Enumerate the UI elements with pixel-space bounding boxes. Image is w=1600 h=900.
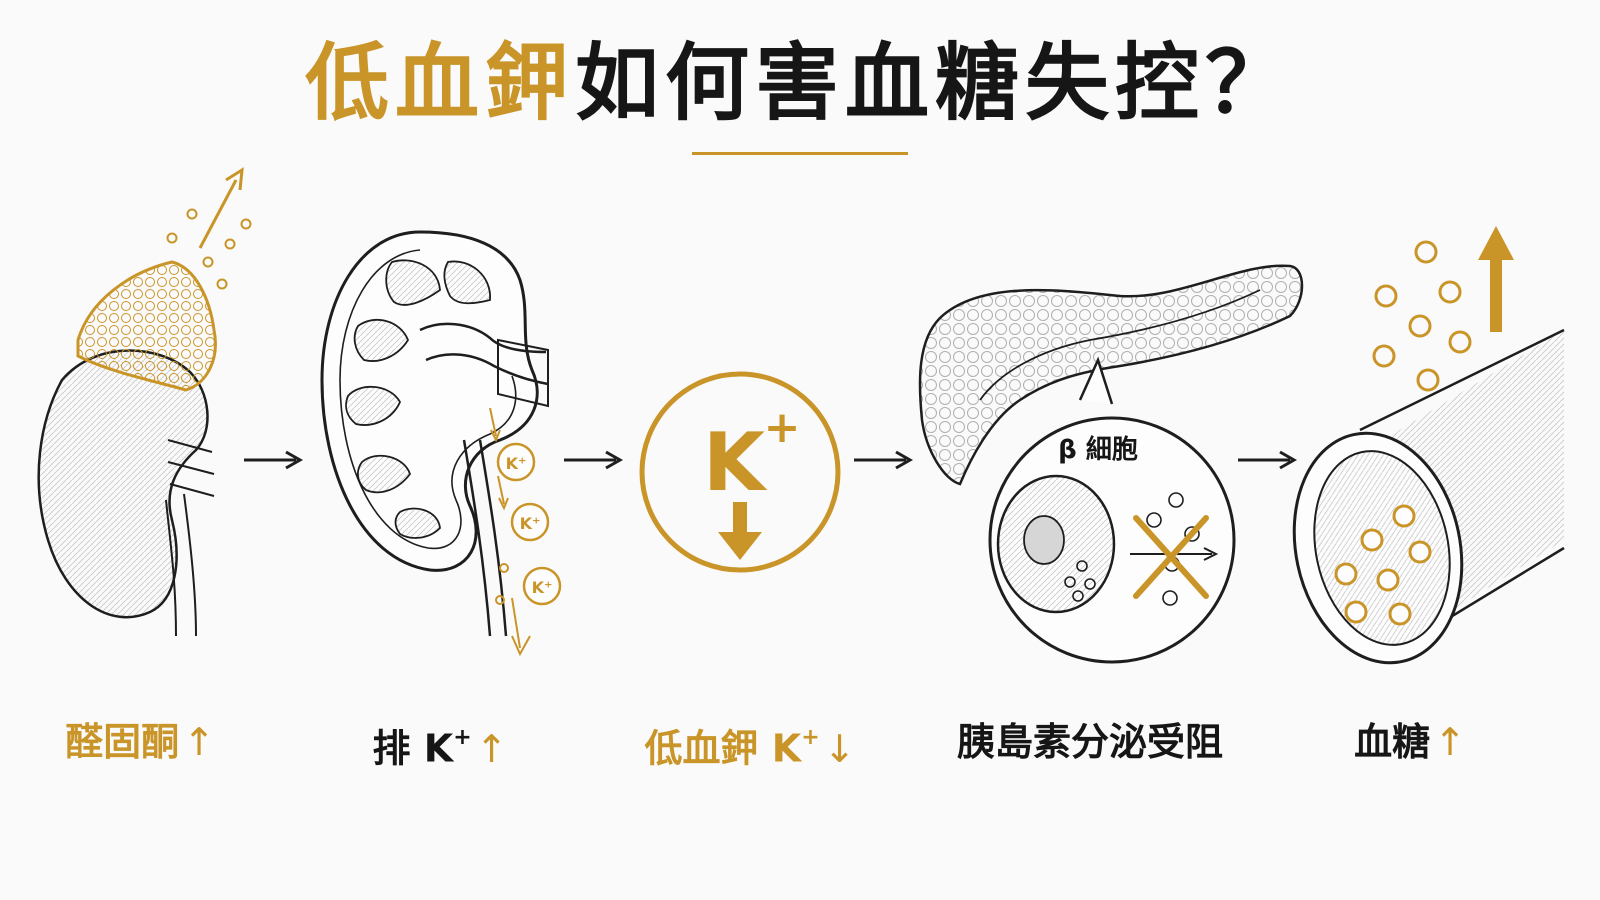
pancreas-illustration bbox=[918, 264, 1304, 486]
blood-vessel-illustration bbox=[1292, 226, 1565, 665]
step-label-hypokalemia: 低血鉀 K+↓ bbox=[620, 712, 880, 772]
flow-arrow-icon bbox=[854, 450, 914, 470]
adrenal-kidney-illustration bbox=[37, 167, 252, 637]
potassium-charge: + bbox=[764, 402, 801, 453]
step-text: 低血鉀 K bbox=[644, 726, 802, 771]
up-arrow-head bbox=[1478, 226, 1514, 260]
flow-arrow-icon bbox=[564, 450, 624, 470]
flow-arrow-icon bbox=[244, 450, 304, 470]
step-label-aldosterone: 醛固酮↑ bbox=[30, 712, 250, 772]
blocked-x-icon bbox=[1133, 515, 1209, 599]
beta-cell-icon: β 細胞 bbox=[988, 356, 1236, 664]
glucose-particles bbox=[1334, 504, 1432, 626]
step-text: 排 K bbox=[372, 726, 454, 771]
step-arrow: ↑ bbox=[183, 720, 215, 764]
step-text: 醛固酮 bbox=[65, 720, 180, 764]
down-arrow-head bbox=[718, 532, 762, 560]
step-text: 血糖 bbox=[1354, 720, 1431, 764]
step-arrow: ↑ bbox=[1434, 720, 1466, 764]
kidney-ion-bubble: K⁺ bbox=[522, 566, 562, 606]
title-rest: 如何害血糖失控？ bbox=[575, 34, 1296, 132]
step-sup: + bbox=[801, 725, 820, 750]
title-divider bbox=[692, 152, 908, 155]
kidney-ion-label: K⁺ bbox=[506, 454, 527, 473]
step-sup: + bbox=[453, 725, 472, 750]
flow-arrow-icon bbox=[1238, 450, 1298, 470]
title-accent: 低血鉀 bbox=[304, 34, 575, 132]
kidney-ion-label: K⁺ bbox=[520, 514, 541, 533]
page-title: 低血鉀如何害血糖失控？ bbox=[0, 28, 1600, 138]
kidney-ion-label: K⁺ bbox=[532, 578, 553, 597]
potassium-circle-icon: K + bbox=[639, 371, 841, 573]
potassium-symbol: K bbox=[703, 416, 768, 509]
down-arrow-icon bbox=[733, 502, 747, 536]
kidney-ion-bubble: K⁺ bbox=[496, 442, 536, 482]
step-label-potassium-excretion: 排 K+↑ bbox=[330, 712, 550, 772]
kidney-cross-section-illustration: K⁺ K⁺ K⁺ bbox=[320, 230, 562, 657]
up-arrow-icon bbox=[1490, 254, 1502, 332]
step-label-blood-sugar: 血糖↑ bbox=[1300, 712, 1520, 772]
beta-cell-label: β 細胞 bbox=[1058, 434, 1138, 465]
step-arrow: ↓ bbox=[823, 726, 856, 771]
step-arrow: ↑ bbox=[475, 726, 508, 771]
step-label-insulin-blocked: 胰島素分泌受阻 bbox=[930, 712, 1250, 772]
step-text: 胰島素分泌受阻 bbox=[956, 720, 1223, 764]
kidney-ion-bubble: K⁺ bbox=[510, 502, 550, 542]
rising-glucose-particles bbox=[1372, 240, 1472, 392]
